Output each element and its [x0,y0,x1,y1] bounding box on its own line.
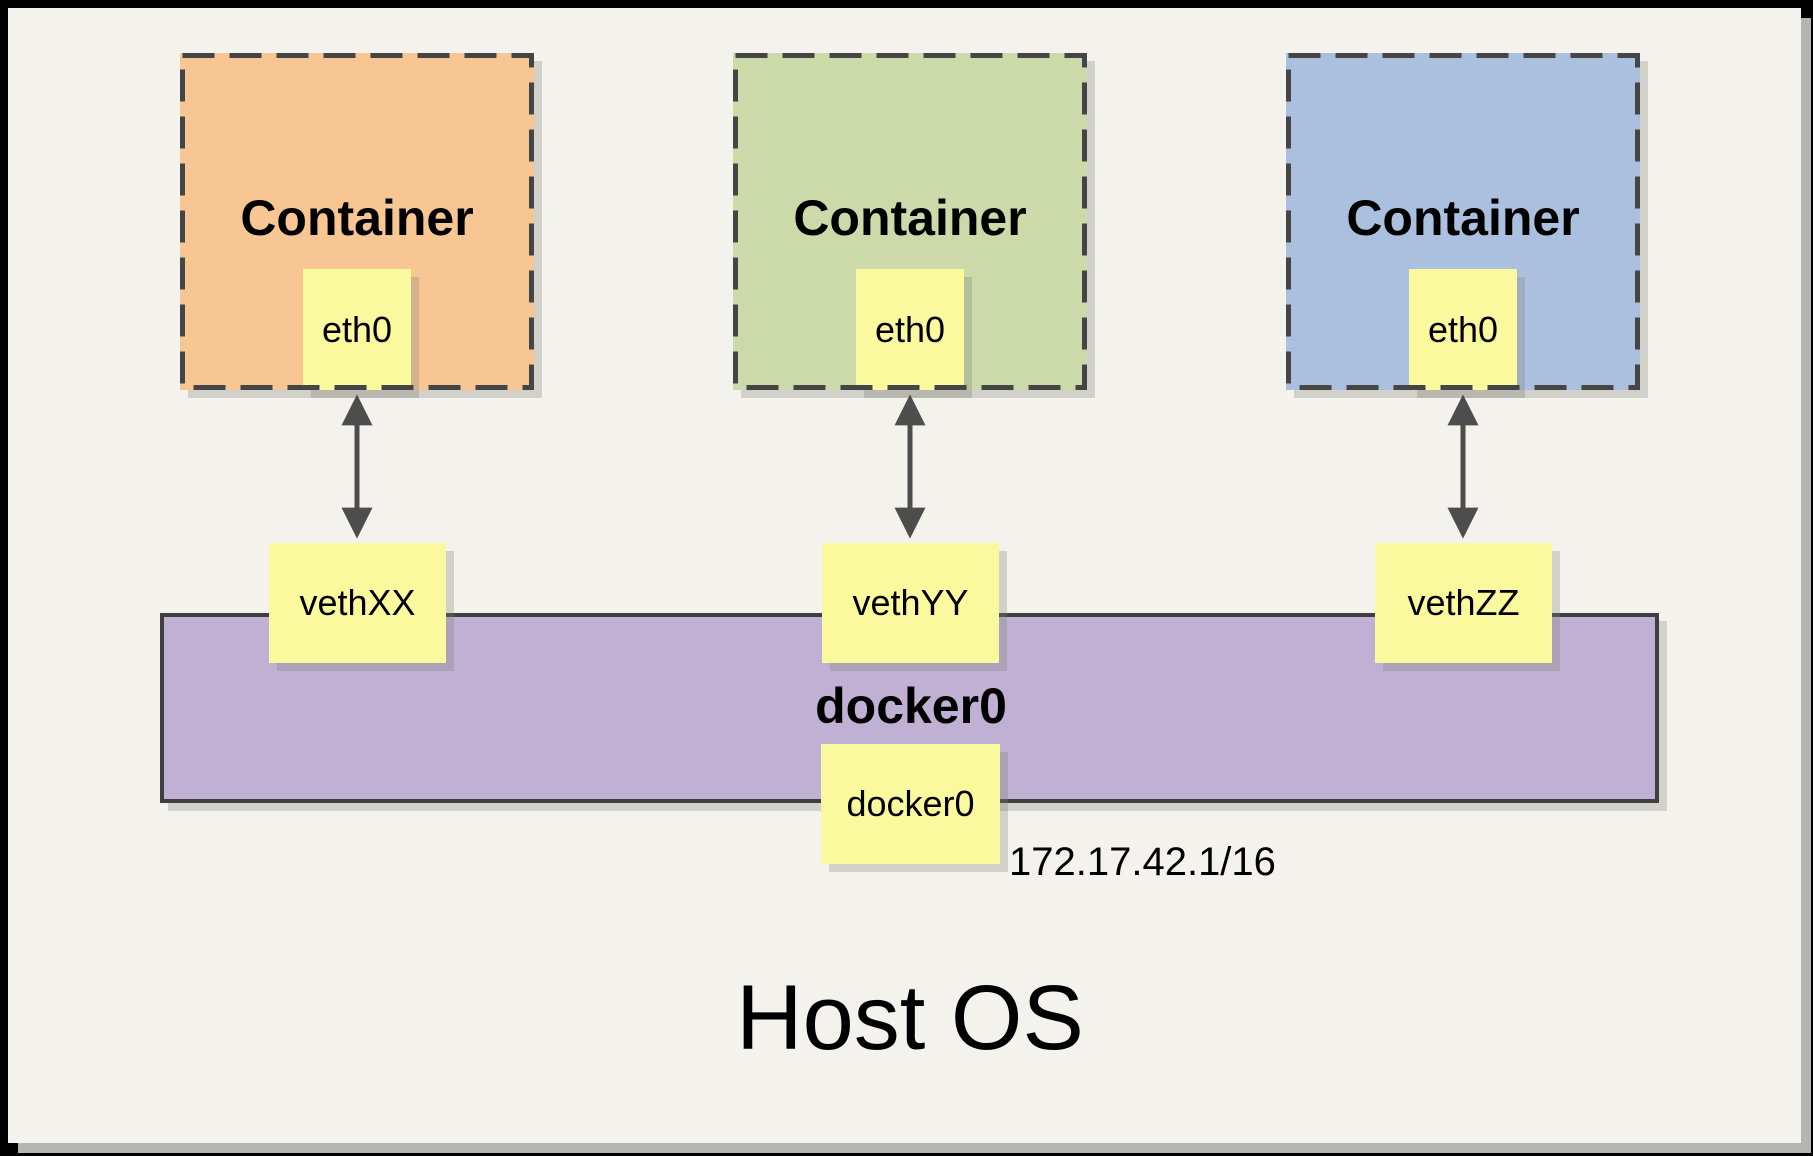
veth-box-3: vethZZ [1375,543,1552,663]
host-os-label: Host OS [736,967,1084,1069]
eth0-interface-box: eth0 [856,269,964,390]
container-label: Container [240,190,474,246]
eth0-interface-box: eth0 [1409,269,1517,390]
docker0-bridge-label: docker0 [815,678,1007,734]
container-dashed-borders [180,53,1640,390]
container-box-3: Container eth0 [1286,53,1640,390]
veth-box-1: vethXX [269,543,446,663]
bridge-ip-label: 172.17.42.1/16 [1009,840,1276,884]
docker0-interface-box: docker0 [821,744,1000,864]
container-box-1: Container eth0 [180,53,534,390]
container-label: Container [793,190,1027,246]
container-label: Container [1346,190,1580,246]
eth0-interface-box: eth0 [303,269,411,390]
container-box-2: Container eth0 [733,53,1087,390]
veth-box-2: vethYY [822,543,999,663]
veth-connection-arrows [341,394,1479,539]
